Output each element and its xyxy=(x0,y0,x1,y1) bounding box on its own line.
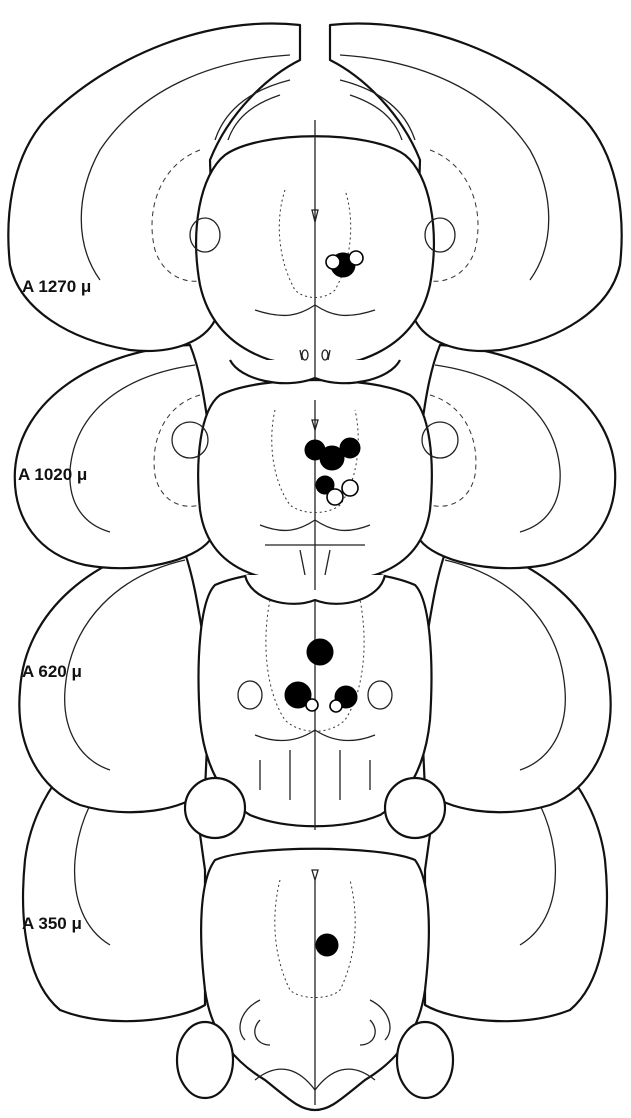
ventral-lobe-left-a620 xyxy=(185,778,245,838)
cortex-outline-right-a620 xyxy=(420,540,611,812)
level-label-a350: A 350 μ xyxy=(22,914,82,933)
level-label-a620: A 620 μ xyxy=(22,662,82,681)
section-a1020 xyxy=(15,345,615,604)
lesion-open-a620-1 xyxy=(306,699,318,711)
ventral-lobe-left-a350 xyxy=(177,1022,233,1098)
lesion-open-a1270-2 xyxy=(349,251,363,265)
lesion-filled-a1020-3 xyxy=(340,438,360,458)
cortex-outline-left-a1020 xyxy=(15,345,210,568)
lesion-open-a1270-1 xyxy=(326,255,340,269)
lesion-open-a620-2 xyxy=(330,700,342,712)
lesion-open-a1020-1 xyxy=(327,489,343,505)
ventral-lobe-right-a620 xyxy=(385,778,445,838)
ventral-lobe-right-a350 xyxy=(397,1022,453,1098)
lesion-filled-a620-1 xyxy=(307,639,333,665)
lesion-open-a1020-2 xyxy=(342,480,358,496)
cortex-outline-right-a1020 xyxy=(420,345,615,568)
section-a1270 xyxy=(8,23,621,383)
level-label-a1020: A 1020 μ xyxy=(18,465,87,484)
lesion-filled-a350-1 xyxy=(316,934,338,956)
level-label-a1270: A 1270 μ xyxy=(22,277,91,296)
